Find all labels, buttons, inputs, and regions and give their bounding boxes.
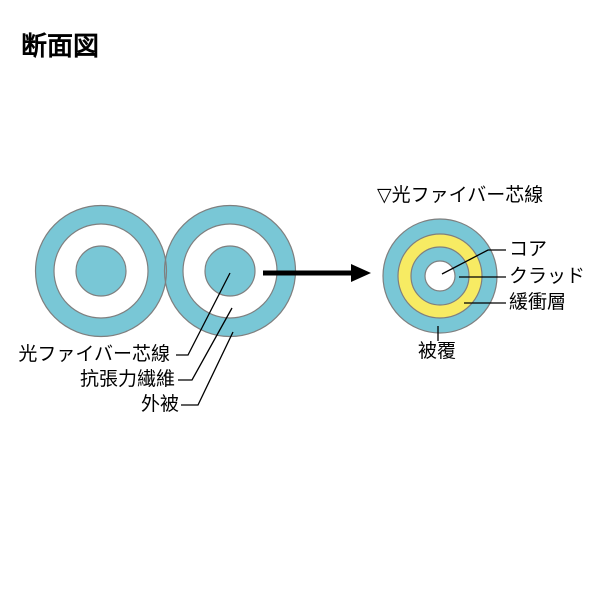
page-title: 断面図	[21, 31, 100, 61]
leader-fiber-core-wire	[176, 272, 231, 356]
label-tension-fiber: 抗張力繊維	[79, 369, 175, 390]
leader-outer-jacket	[181, 331, 234, 406]
right-fiber-core-wire	[204, 245, 256, 297]
label-core: コア	[509, 239, 548, 260]
left-fiber-core-wire	[75, 245, 127, 297]
arrow-right-icon	[263, 264, 371, 282]
label-outer-jacket: 外被	[140, 394, 179, 415]
label-cladding: クラッド	[509, 266, 586, 287]
leader-tension-fiber	[178, 307, 233, 381]
leader-core	[441, 249, 506, 275]
label-coating: 被覆	[418, 341, 457, 362]
magnified-view-header: ▽光ファイバー芯線	[377, 185, 544, 206]
fiber-core	[424, 260, 456, 292]
left-cable-jacket-outline	[34, 204, 168, 338]
label-fiber-core-wire: 光ファイバー芯線	[18, 344, 170, 365]
label-buffer-layer: 緩衝層	[509, 292, 567, 313]
